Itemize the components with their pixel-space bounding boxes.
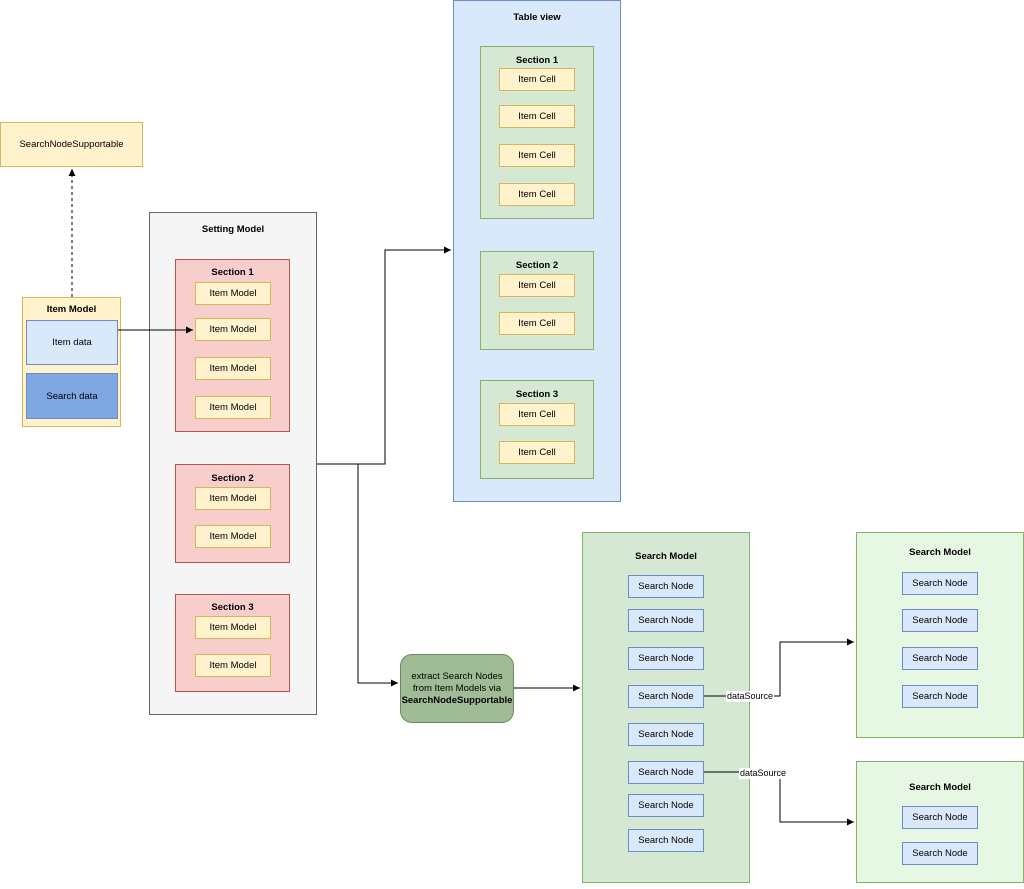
setting-item-model: Item Model xyxy=(195,616,271,639)
item-cell: Item Cell xyxy=(499,105,575,128)
search-node: Search Node xyxy=(628,685,704,708)
search-node: Search Node xyxy=(628,761,704,784)
data-source-arrow-1 xyxy=(704,638,854,697)
search-node: Search Node xyxy=(902,609,978,632)
item-cell: Item Cell xyxy=(499,144,575,167)
data-source-label-1: dataSource xyxy=(726,691,775,702)
item-data-label: Item data xyxy=(52,337,92,348)
search-node-supportable-box: SearchNodeSupportable xyxy=(0,122,143,167)
search-node: Search Node xyxy=(628,794,704,817)
item-model-title: Item Model xyxy=(46,304,97,315)
setting-section-2-title: Section 2 xyxy=(211,473,254,484)
setting-item-model: Item Model xyxy=(195,282,271,305)
search-node-supportable-label: SearchNodeSupportable xyxy=(19,139,124,150)
extract-step-line-2: from Item Models via xyxy=(412,682,502,694)
table-view-title: Table view xyxy=(513,12,561,23)
search-node: Search Node xyxy=(628,609,704,632)
search-node: Search Node xyxy=(902,647,978,670)
setting-model-title: Setting Model xyxy=(201,224,265,235)
item-cell: Item Cell xyxy=(499,403,575,426)
setting-item-model: Item Model xyxy=(195,654,271,677)
search-model-child-1-title: Search Model xyxy=(909,547,971,558)
item-data-box: Item data xyxy=(26,320,118,365)
setting-item-model: Item Model xyxy=(195,357,271,380)
search-node: Search Node xyxy=(902,685,978,708)
search-data-label: Search data xyxy=(46,390,98,402)
setting-item-model: Item Model xyxy=(195,396,271,419)
setting-to-table-arrow xyxy=(317,246,451,465)
search-node: Search Node xyxy=(902,806,978,829)
setting-item-model: Item Model xyxy=(195,525,271,548)
search-data-box: Search data xyxy=(26,373,118,419)
setting-to-extract-arrow xyxy=(357,464,398,687)
search-model-main-title: Search Model xyxy=(635,551,697,562)
item-cell: Item Cell xyxy=(499,441,575,464)
item-cell: Item Cell xyxy=(499,183,575,206)
search-node: Search Node xyxy=(902,842,978,865)
table-section-1-title: Section 1 xyxy=(515,55,559,66)
extract-step-line-3: SearchNodeSupportable xyxy=(401,694,513,706)
extract-step-line-1: extract Search Nodes xyxy=(411,670,503,682)
setting-item-model: Item Model xyxy=(195,487,271,510)
setting-section-3-title: Section 3 xyxy=(211,602,254,613)
item-cell: Item Cell xyxy=(499,312,575,335)
data-source-label-2: dataSource xyxy=(739,768,788,779)
data-source-arrow-2 xyxy=(704,771,854,826)
table-section-3-title: Section 3 xyxy=(515,389,559,400)
search-node: Search Node xyxy=(628,575,704,598)
search-node: Search Node xyxy=(628,723,704,746)
extract-search-nodes-step: extract Search Nodes from Item Models vi… xyxy=(400,654,514,723)
setting-item-model: Item Model xyxy=(195,318,271,341)
search-node: Search Node xyxy=(902,572,978,595)
setting-section-1-title: Section 1 xyxy=(211,267,254,278)
search-node: Search Node xyxy=(628,829,704,852)
table-section-2-title: Section 2 xyxy=(515,260,559,271)
item-cell: Item Cell xyxy=(499,68,575,91)
item-cell: Item Cell xyxy=(499,274,575,297)
search-node: Search Node xyxy=(628,647,704,670)
search-model-child-2-title: Search Model xyxy=(909,782,971,793)
